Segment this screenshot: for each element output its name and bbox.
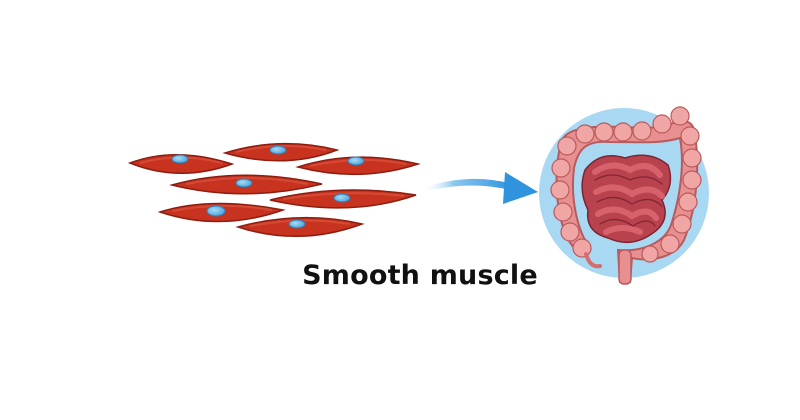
muscle-cell — [169, 174, 323, 195]
muscle-cell — [157, 202, 286, 223]
nucleus-icon — [288, 219, 306, 229]
muscle-cell — [295, 156, 421, 176]
rectum — [618, 249, 632, 285]
muscle-cell — [127, 154, 235, 174]
caption-label: Smooth muscle — [302, 260, 538, 291]
nucleus-icon — [235, 178, 253, 188]
nucleus-icon — [347, 156, 365, 166]
intestines-icon — [539, 106, 709, 285]
muscle-cell — [235, 216, 365, 237]
muscle-cell — [269, 189, 417, 209]
nucleus-icon — [206, 205, 226, 217]
curved-arrow-right-icon — [422, 172, 538, 204]
muscle-cells-icon — [127, 142, 421, 237]
nucleus-icon — [333, 193, 351, 203]
muscle-cell — [222, 142, 340, 162]
nucleus-icon — [171, 154, 189, 164]
nucleus-icon — [269, 145, 287, 155]
